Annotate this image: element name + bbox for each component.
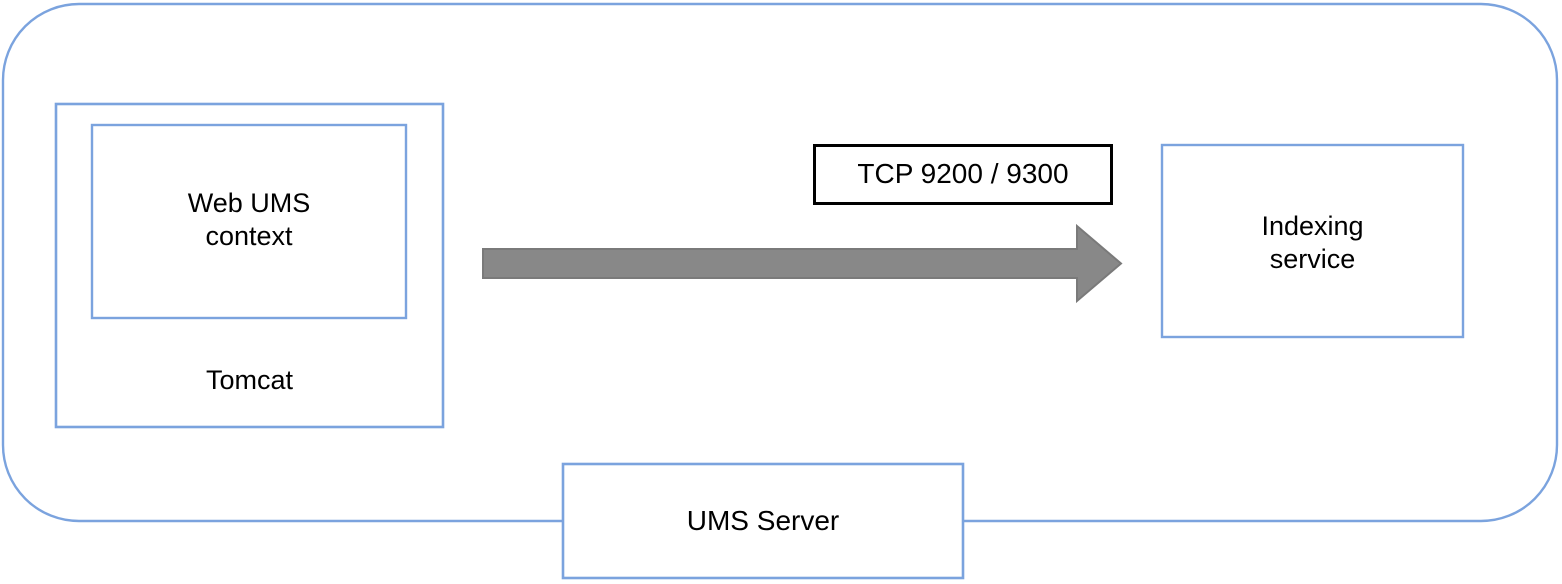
web-ums-context-box[interactable] [92, 125, 406, 318]
tcp-label-box-shape[interactable] [813, 144, 1113, 205]
ums-server-label-box-shape[interactable] [561, 462, 965, 580]
ums-server-box[interactable] [563, 464, 963, 578]
web-ums-context-box-shape[interactable] [90, 123, 408, 320]
indexing-service-box[interactable] [1162, 145, 1463, 337]
tcp-label-box[interactable] [814, 145, 1112, 203]
tcp-connector-arrow-shape[interactable] [482, 223, 1123, 304]
indexing-service-box-shape[interactable] [1160, 143, 1465, 339]
